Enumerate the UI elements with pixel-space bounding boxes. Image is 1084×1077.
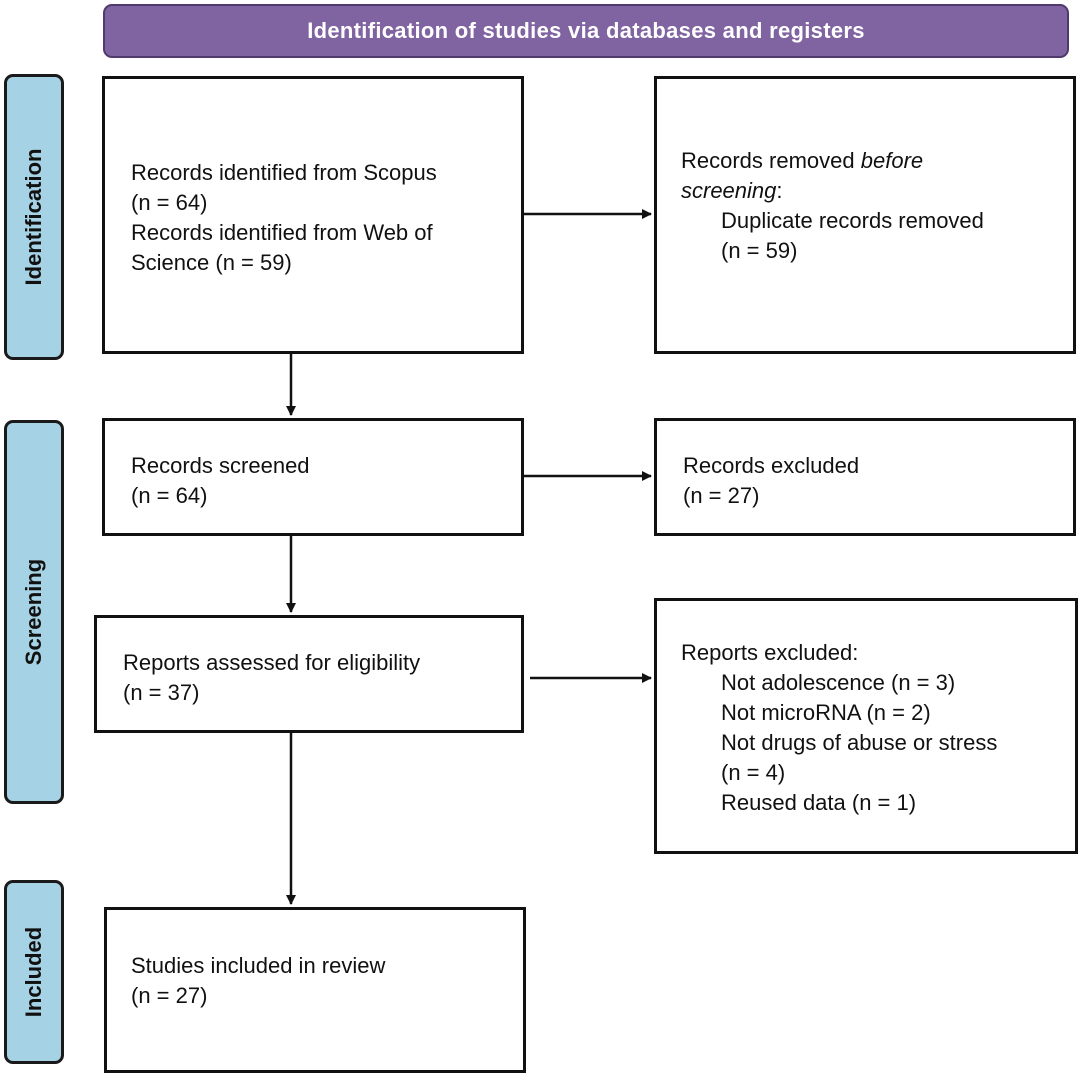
header-title: Identification of studies via databases … [307,18,865,43]
phase-included: Included [4,880,64,1064]
removed-line-1-prefix: Records removed [681,148,861,173]
excluded-line-2: (n = 27) [683,483,760,508]
box-reports-eligibility: Reports assessed for eligibility (n = 37… [94,615,524,733]
identified-line-3: Records identified from Web of [131,220,433,245]
identified-line-1: Records identified from Scopus [131,160,437,185]
screened-line-2: (n = 64) [131,483,208,508]
identified-line-2: (n = 64) [131,190,208,215]
header-banner: Identification of studies via databases … [103,4,1069,58]
removed-line-2: screening: [681,176,1073,206]
removed-line-3: Duplicate records removed [721,208,984,233]
reports-excluded-line-3: Not microRNA (n = 2) [721,700,931,725]
box-records-screened: Records screened (n = 64) [102,418,524,536]
phase-screening: Screening [4,420,64,804]
box-records-excluded: Records excluded (n = 27) [654,418,1076,536]
phase-identification: Identification [4,74,64,360]
removed-line-4: (n = 59) [721,238,798,263]
box-studies-included: Studies included in review (n = 27) [104,907,526,1073]
removed-line-1-italic: before [860,148,924,173]
included-line-2: (n = 27) [131,983,208,1008]
box-records-removed: Records removed before screening: Duplic… [654,76,1076,354]
excluded-line-1: Records excluded [683,453,860,478]
removed-line-2-suffix: : [776,178,783,203]
included-line-1: Studies included in review [131,953,386,978]
identified-line-4: Science (n = 59) [131,250,292,275]
reports-excluded-line-5: (n = 4) [721,760,786,785]
eligibility-line-2: (n = 37) [123,680,200,705]
eligibility-line-1: Reports assessed for eligibility [123,650,421,675]
reports-excluded-line-1: Reports excluded: [681,640,859,665]
screened-line-1: Records screened [131,453,310,478]
removed-line-2-italic: screening [681,178,777,203]
removed-line-1: Records removed before [681,146,1073,176]
reports-excluded-line-6: Reused data (n = 1) [721,790,917,815]
reports-excluded-line-4: Not drugs of abuse or stress [721,730,998,755]
reports-excluded-line-2: Not adolescence (n = 3) [721,670,956,695]
box-reports-excluded: Reports excluded: Not adolescence (n = 3… [654,598,1078,854]
box-records-identified: Records identified from Scopus (n = 64) … [102,76,524,354]
